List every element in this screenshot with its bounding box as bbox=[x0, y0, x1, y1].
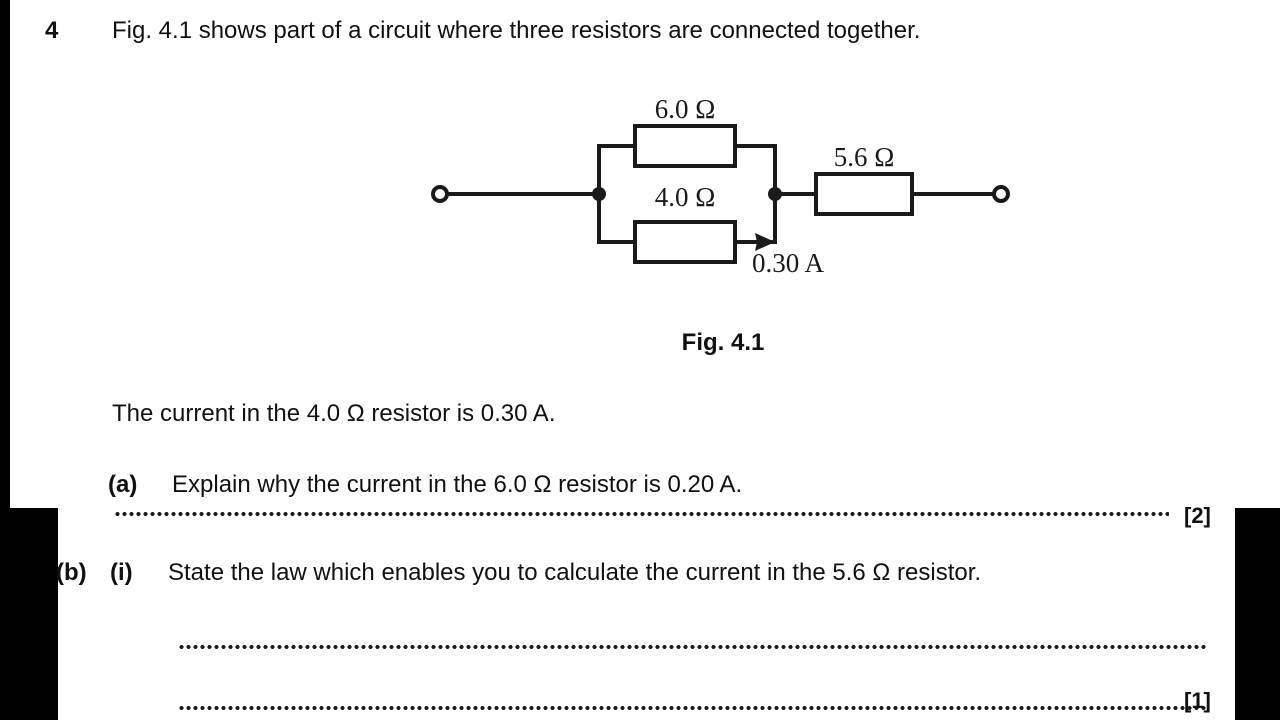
part-a-text: Explain why the current in the 6.0 Ω res… bbox=[172, 471, 743, 498]
part-b-i-label: (i) bbox=[110, 559, 133, 586]
label-current-0p30-amp: 0.30 A bbox=[752, 248, 825, 278]
answer-line-a-1[interactable] bbox=[114, 512, 1169, 516]
scan-border-left-lower bbox=[0, 508, 58, 720]
figure-caption: Fig. 4.1 bbox=[0, 329, 1280, 357]
scan-border-left-upper bbox=[0, 0, 10, 508]
resistor-body-4-ohm bbox=[633, 220, 737, 264]
circuit-diagram-fig-4-1: 6.0 Ω 4.0 Ω 5.6 Ω 0.30 A bbox=[420, 88, 1020, 293]
marks-part-b: [1] bbox=[1184, 688, 1211, 713]
resistor-body-6-ohm bbox=[633, 124, 737, 168]
label-resistor-6-ohm: 6.0 Ω bbox=[655, 94, 716, 124]
current-arrow-head bbox=[755, 233, 775, 251]
label-resistor-5p6-ohm: 5.6 Ω bbox=[834, 142, 895, 172]
part-a-label: (a) bbox=[108, 471, 138, 498]
figure-caption-text: Fig. 4.1 bbox=[681, 329, 765, 356]
junction-dot-right bbox=[768, 187, 782, 201]
junction-dot-left bbox=[592, 187, 606, 201]
part-b-label: (b) bbox=[56, 559, 87, 586]
answer-line-b-1[interactable] bbox=[178, 645, 1208, 649]
terminal-open-right bbox=[992, 185, 1010, 203]
current-statement: The current in the 4.0 Ω resistor is 0.3… bbox=[112, 400, 556, 427]
answer-line-b-2[interactable] bbox=[178, 706, 1208, 710]
label-resistor-4-ohm: 4.0 Ω bbox=[655, 182, 716, 212]
resistor-body-5p6-ohm bbox=[814, 172, 914, 216]
terminal-open-left bbox=[431, 185, 449, 203]
question-stem: Fig. 4.1 shows part of a circuit where t… bbox=[112, 17, 921, 44]
part-b-i-text: State the law which enables you to calcu… bbox=[168, 559, 982, 586]
marks-part-a: [2] bbox=[1184, 503, 1211, 528]
question-number: 4 bbox=[45, 17, 59, 44]
scan-border-right-lower bbox=[1235, 508, 1280, 720]
